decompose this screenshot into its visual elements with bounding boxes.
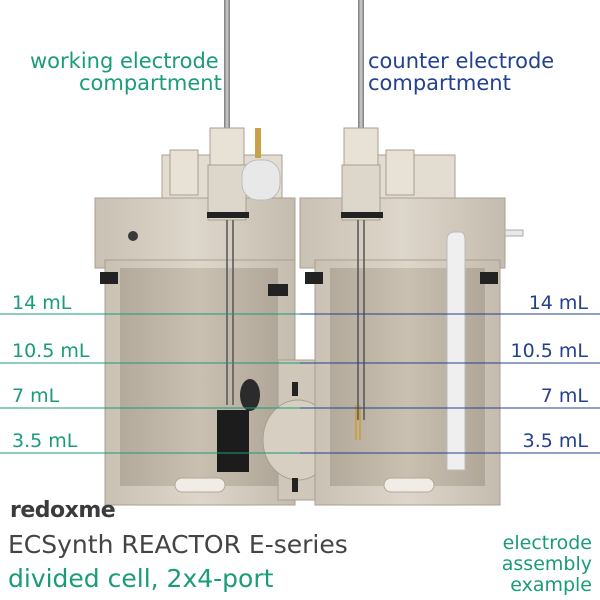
volume-label-right-3-5: 3.5 mL [522, 430, 588, 452]
caption-line1: electrode [502, 532, 592, 554]
volume-label-left-10-5: 10.5 mL [12, 340, 90, 362]
foam-electrode [217, 410, 249, 472]
volume-label-right-7: 7 mL [540, 385, 588, 407]
caption-line2: assembly [501, 553, 592, 575]
volume-label-left-14: 14 mL [12, 292, 72, 314]
working-compartment-label-line2: compartment [79, 71, 222, 95]
volume-label-right-10-5: 10.5 mL [510, 340, 588, 362]
volume-label-left-3-5: 3.5 mL [12, 430, 78, 452]
counter-compartment-label-line1: counter electrode [368, 49, 555, 73]
screw-icon [128, 231, 138, 241]
working-compartment [94, 154, 296, 506]
counter-compartment [299, 154, 524, 506]
working-electrode [169, 0, 281, 472]
counter-electrode [341, 0, 415, 440]
caption-line3: example [510, 574, 592, 596]
counter-compartment-label-line2: compartment [368, 71, 511, 95]
volume-label-right-14: 14 mL [528, 292, 588, 314]
redoxme-logo: redoxme [10, 498, 116, 523]
volume-label-left-7: 7 mL [12, 385, 60, 407]
volume-lines [0, 313, 600, 454]
product-subtitle: divided cell, 2x4-port [8, 564, 274, 593]
working-compartment-label-line1: working electrode [30, 49, 219, 73]
product-title: ECSynth REACTOR E-series [8, 530, 348, 559]
